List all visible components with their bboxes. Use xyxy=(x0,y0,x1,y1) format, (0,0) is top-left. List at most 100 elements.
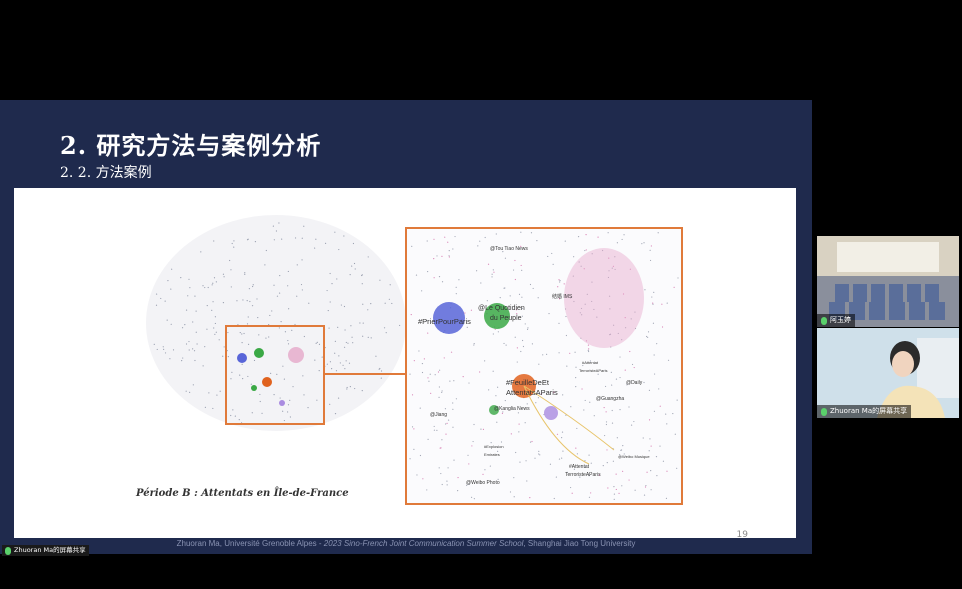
zoom-dot xyxy=(441,439,443,441)
zoom-dot xyxy=(445,423,447,425)
participant-video-1[interactable]: 阿玉婷 xyxy=(817,236,959,327)
zoom-dot xyxy=(430,392,432,394)
zoom-dot xyxy=(455,398,458,400)
zoom-dot xyxy=(516,361,518,363)
overview-dot xyxy=(241,341,243,344)
zoom-dot xyxy=(557,286,559,288)
zoom-dot xyxy=(411,394,414,396)
overview-dot xyxy=(303,225,305,227)
overview-dot xyxy=(318,343,321,345)
zoom-dot xyxy=(584,249,586,252)
overview-dot xyxy=(349,386,351,388)
overview-dot xyxy=(286,411,289,413)
overview-dot xyxy=(259,400,261,403)
overview-dot xyxy=(246,323,249,325)
overview-dot xyxy=(170,288,172,290)
zoom-dot xyxy=(438,396,440,398)
overview-dot xyxy=(231,242,233,245)
network-label: @Guangzha xyxy=(596,396,624,402)
zoom-dot xyxy=(466,484,468,486)
overview-dot xyxy=(230,414,232,417)
overview-dot xyxy=(337,326,339,328)
zoom-dot xyxy=(472,440,474,443)
participant-video-2[interactable]: Zhuoran Ma的屏幕共享 xyxy=(817,328,959,418)
zoom-dot xyxy=(650,245,652,247)
zoom-dot xyxy=(436,429,438,431)
zoom-dot xyxy=(521,307,524,310)
zoom-dot xyxy=(434,374,436,376)
overview-dot xyxy=(338,248,340,251)
zoom-dot xyxy=(553,391,555,393)
zoom-dot xyxy=(544,381,546,383)
zoom-dot xyxy=(473,423,475,426)
zoom-dot xyxy=(520,350,522,353)
cluster-green xyxy=(484,303,510,329)
zoom-dot xyxy=(613,493,616,495)
overview-dot xyxy=(289,416,292,418)
overview-dot xyxy=(350,325,352,327)
zoom-dot xyxy=(614,256,616,258)
zoom-dot xyxy=(457,489,459,492)
overview-dot xyxy=(331,368,333,370)
zoom-dot xyxy=(573,300,575,303)
zoom-dot xyxy=(631,363,634,366)
overview-dot xyxy=(163,348,165,350)
screen-share-indicator[interactable]: Zhuoran Ma的屏幕共享 xyxy=(2,545,89,556)
overview-dot xyxy=(250,383,252,385)
overview-dot xyxy=(345,341,347,344)
zoom-dot xyxy=(444,236,446,238)
overview-dot xyxy=(223,276,225,278)
overview-dot xyxy=(301,259,303,261)
zoom-dot xyxy=(452,426,454,428)
overview-dot xyxy=(195,331,197,333)
lecture-hall-image xyxy=(817,236,959,327)
zoom-dot xyxy=(466,326,468,328)
overview-dot xyxy=(206,304,208,307)
zoom-dot xyxy=(524,323,526,325)
zoom-dot xyxy=(607,276,610,279)
zoom-dot xyxy=(611,267,613,269)
zoom-dot xyxy=(652,302,654,304)
zoom-dot xyxy=(652,303,654,305)
zoom-dot xyxy=(433,238,435,240)
zoom-dot xyxy=(525,460,527,462)
zoom-dot xyxy=(495,233,497,235)
zoom-dot xyxy=(648,389,651,392)
zoom-dot xyxy=(649,249,651,251)
zoom-dot xyxy=(575,385,577,388)
network-label: #Attentat xyxy=(582,360,599,365)
overview-dot xyxy=(236,300,238,302)
zoom-dot xyxy=(433,425,435,428)
overview-dot xyxy=(164,300,166,302)
zoom-dot xyxy=(446,480,448,482)
overview-dot xyxy=(192,384,194,386)
zoom-dot xyxy=(564,308,567,310)
zoom-dot xyxy=(539,454,541,456)
zoom-dot xyxy=(619,409,621,411)
overview-dot xyxy=(344,329,346,331)
zoom-dot xyxy=(494,328,496,330)
zoom-dot xyxy=(436,255,438,257)
zoom-dot xyxy=(653,354,655,356)
network-label: @Tou Tiao News xyxy=(490,246,528,252)
zoom-dot xyxy=(617,332,619,335)
page-number: 19 xyxy=(736,530,748,540)
overview-dot xyxy=(379,279,381,281)
slide-title: 2. 研究方法与案例分析 xyxy=(60,131,322,160)
overview-dot xyxy=(213,327,215,329)
zoom-dot xyxy=(448,256,450,258)
overview-dot xyxy=(307,407,309,409)
overview-dot xyxy=(296,295,298,297)
overview-dot xyxy=(189,287,191,289)
zoom-dot xyxy=(438,276,441,278)
zoom-dot xyxy=(517,412,520,414)
network-label: AttentatsAParis xyxy=(506,388,558,397)
mic-icon xyxy=(821,407,827,416)
zoom-dot xyxy=(553,497,555,500)
zoom-dot xyxy=(480,282,482,284)
zoom-dot xyxy=(611,409,613,412)
zoom-dot xyxy=(629,268,631,270)
zoom-dot xyxy=(606,449,608,451)
